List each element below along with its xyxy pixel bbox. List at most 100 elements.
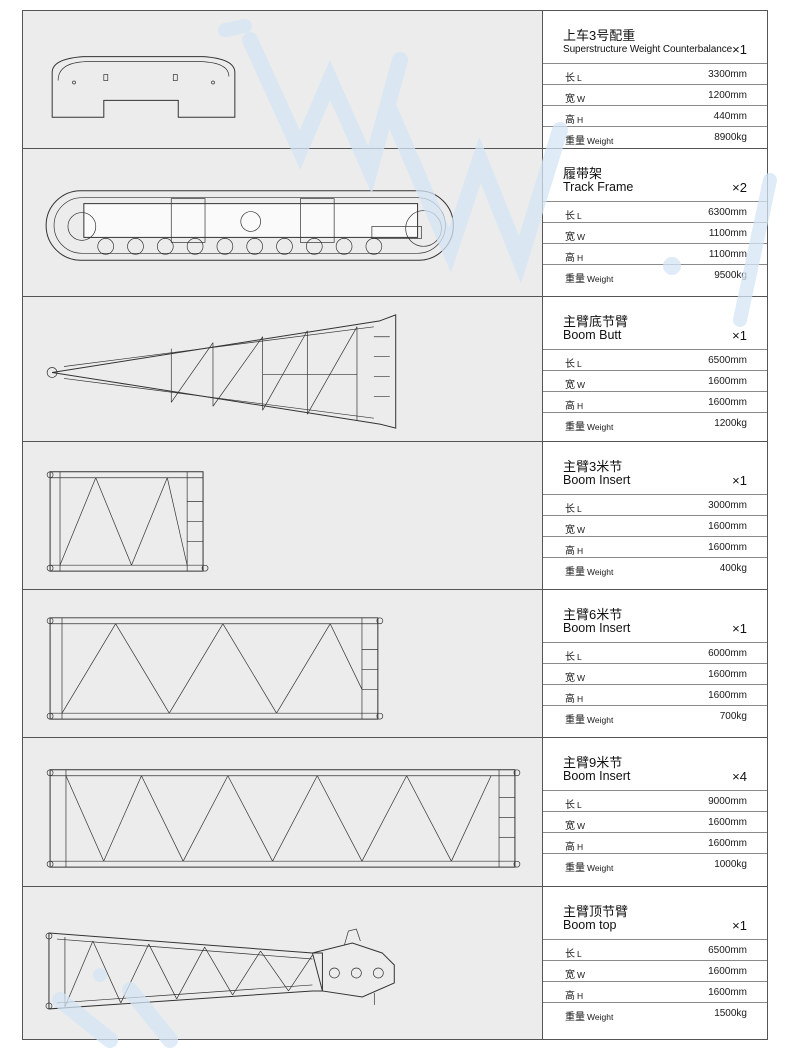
height-value: 1600mm (708, 838, 747, 849)
spec-header: 上车3号配重 Superstructure Weight Counterbala… (543, 11, 767, 63)
weight-label-cn: 重量 (565, 136, 585, 147)
component-name-en: Boom Insert (563, 621, 631, 635)
height-label-en: H (577, 694, 584, 704)
component-name-en: Boom top (563, 918, 617, 932)
weight-value: 9500kg (714, 270, 747, 281)
component-name-en: Track Frame (563, 180, 634, 194)
width-value: 1600mm (708, 817, 747, 828)
weight-label-cn: 重量 (565, 863, 585, 874)
component-name-cn: 主臂顶节臂 (563, 904, 629, 919)
counterweight-drawing-svg (51, 56, 236, 118)
weight-value: 400kg (719, 563, 747, 574)
weight-label-cn: 重量 (565, 567, 585, 578)
component-quantity: ×1 (732, 621, 747, 636)
component-name-cn: 履带架 (563, 166, 603, 181)
height-label-en: H (577, 115, 584, 125)
width-value: 1200mm (708, 90, 747, 101)
weight-label-en: Weight (587, 1012, 614, 1022)
weight-label-cn: 重量 (565, 1012, 585, 1023)
height-label-en: H (577, 842, 584, 852)
width-label-en: W (577, 94, 586, 104)
height-label-cn: 高 (565, 253, 575, 264)
component-name-en: Boom Insert (563, 473, 631, 487)
length-value: 9000mm (708, 796, 747, 807)
weight-value: 8900kg (714, 132, 747, 143)
spec-header: 主臂9米节 Boom Insert ×4 (543, 738, 767, 790)
height-label-en: H (577, 401, 584, 411)
boom-insert-9m-drawing-svg (46, 769, 521, 868)
boom-butt-drawing (23, 297, 543, 441)
boom-insert-6m-drawing (23, 590, 543, 737)
component-name-cn: 主臂底节臂 (563, 314, 629, 329)
width-value: 1600mm (708, 376, 747, 387)
weight-label-en: Weight (587, 567, 614, 577)
width-label-cn: 宽 (565, 525, 575, 536)
height-value: 1600mm (708, 987, 747, 998)
length-label-en: L (577, 359, 582, 369)
weight-label-en: Weight (587, 863, 614, 873)
length-label-en: L (577, 73, 582, 83)
length-label-en: L (577, 652, 582, 662)
length-value: 3300mm (708, 69, 747, 80)
weight-value: 1500kg (714, 1008, 747, 1019)
weight-value: 700kg (719, 711, 747, 722)
component-row-counterweight: 上车3号配重 Superstructure Weight Counterbala… (23, 11, 767, 149)
height-value: 440mm (713, 111, 747, 122)
width-label-cn: 宽 (565, 232, 575, 243)
weight-label-en: Weight (587, 422, 614, 432)
height-label-cn: 高 (565, 694, 575, 705)
height-label-cn: 高 (565, 842, 575, 853)
height-value: 1600mm (708, 397, 747, 408)
width-label-cn: 宽 (565, 821, 575, 832)
weight-value: 1200kg (714, 418, 747, 429)
length-label-cn: 长 (565, 652, 575, 663)
spec-sheet: 上车3号配重 Superstructure Weight Counterbala… (22, 10, 768, 1040)
width-value: 1600mm (708, 966, 747, 977)
height-label-en: H (577, 253, 584, 263)
width-label-en: W (577, 821, 586, 831)
component-quantity: ×2 (732, 180, 747, 195)
height-label-cn: 高 (565, 115, 575, 126)
width-label-cn: 宽 (565, 380, 575, 391)
weight-label-en: Weight (587, 136, 614, 146)
track-frame-drawing-svg (45, 190, 454, 261)
component-quantity: ×1 (732, 918, 747, 933)
component-name-cn: 主臂9米节 (563, 755, 623, 770)
spec-header: 履带架 Track Frame ×2 (543, 149, 767, 201)
length-label-en: L (577, 949, 582, 959)
height-value: 1600mm (708, 542, 747, 553)
component-quantity: ×1 (732, 473, 747, 488)
boom-top-drawing-svg (45, 928, 395, 1010)
width-label-en: W (577, 380, 586, 390)
boom-insert-6m-drawing-svg (46, 617, 384, 720)
width-value: 1600mm (708, 669, 747, 680)
height-value: 1100mm (708, 249, 747, 260)
length-label-en: L (577, 800, 582, 810)
spec-header: 主臂顶节臂 Boom top ×1 (543, 887, 767, 939)
component-name-en: Boom Butt (563, 328, 622, 342)
